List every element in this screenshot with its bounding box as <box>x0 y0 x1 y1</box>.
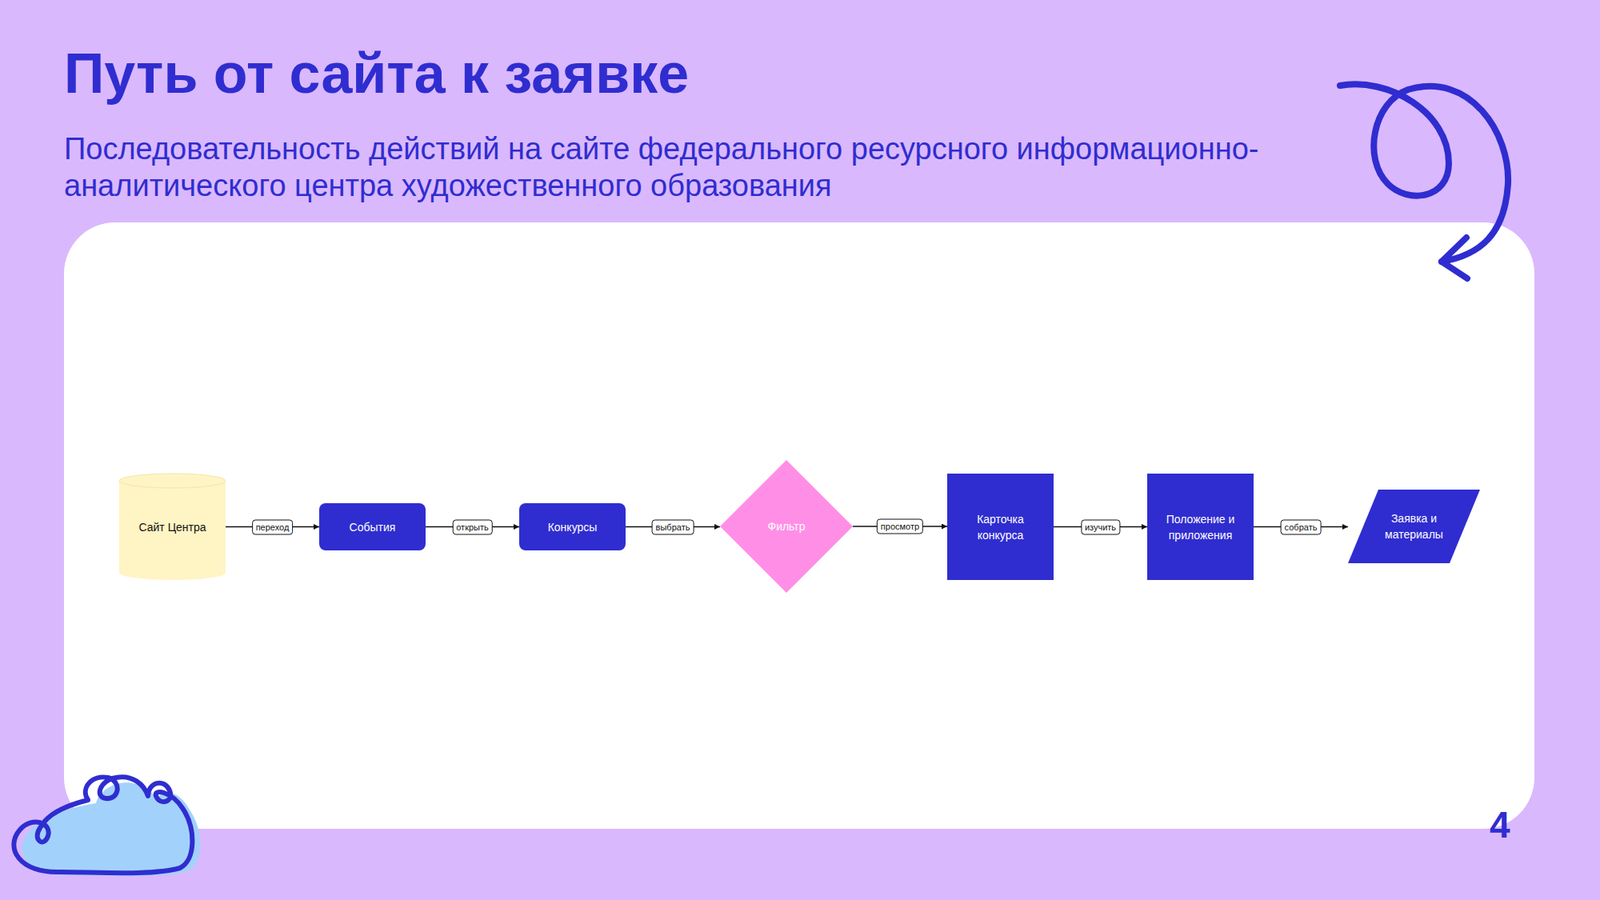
spiral-arrow-head <box>1441 237 1468 279</box>
data-parallelogram: Заявка и материалы <box>1348 489 1480 564</box>
edge-label: переход <box>252 519 294 535</box>
edge-label: изучить <box>1080 519 1120 535</box>
edge-label: выбрать <box>652 519 695 535</box>
node-label: Конкурсы <box>548 519 598 536</box>
cloud-outline <box>13 776 192 873</box>
edge-label: собрать <box>1280 519 1322 535</box>
decision-diamond: Фильтр <box>720 460 853 593</box>
process-box: Конкурсы <box>519 503 626 551</box>
edge-label: просмотр <box>876 519 924 535</box>
slide-title: Путь от сайта к заявке <box>64 40 689 108</box>
node-shape <box>720 460 853 593</box>
edge-label: открыть <box>452 519 493 535</box>
site-cylinder: Сайт Центра <box>119 473 226 580</box>
node-label: Фильтр <box>767 518 805 535</box>
node-label: Положение и приложения <box>1162 511 1240 544</box>
node-label: Заявка и материалы <box>1376 510 1453 543</box>
node-outline <box>1348 489 1480 564</box>
spiral-arrow <box>1340 84 1508 262</box>
node-label: События <box>349 519 396 536</box>
process-box: Карточка конкурса <box>947 473 1054 580</box>
node-shape <box>119 473 226 580</box>
process-box: События <box>319 503 426 551</box>
process-box: Положение и приложения <box>1147 473 1254 580</box>
node-label: Карточка конкурса <box>962 511 1040 544</box>
node-shape <box>1348 489 1480 564</box>
page-number: 4 <box>1489 803 1511 847</box>
slide-subtitle: Последовательность действий на сайте фед… <box>64 130 1360 204</box>
node-label: Сайт Центра <box>138 519 206 536</box>
cylinder-top <box>119 473 226 488</box>
